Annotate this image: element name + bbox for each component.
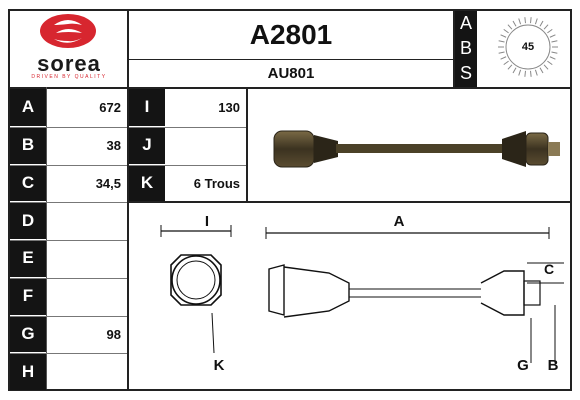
row-separator [10, 277, 127, 279]
header-bottom-line [8, 87, 572, 89]
header-divider-mid [129, 59, 453, 60]
abs-tooth [500, 34, 507, 38]
row-separator [10, 353, 127, 355]
row-separator [10, 315, 127, 317]
sorea-logo-icon [40, 14, 96, 48]
abs-tooth [534, 69, 538, 76]
abs-tooth [547, 60, 553, 66]
row-value-k: 6 Trous [193, 175, 240, 191]
brand-name: sorea [37, 51, 101, 76]
abs-tooth [551, 40, 558, 43]
abs-tooth [518, 18, 522, 25]
shaft-photo [248, 89, 570, 201]
row-label-c: C [10, 164, 46, 202]
abs-tooth [512, 20, 517, 27]
row-label-f: F [10, 277, 46, 315]
abs-tooth [498, 40, 505, 43]
row-value-e [47, 240, 127, 278]
part-number: A2801 [249, 19, 333, 50]
row-value-g: 98 [106, 326, 121, 342]
table-divider-2 [246, 87, 248, 201]
row-label-h: H [10, 353, 46, 390]
abs-tooth [524, 17, 526, 24]
row-value-a: 672 [99, 100, 121, 116]
technical-drawing: I K A C G B [129, 203, 570, 389]
row-label-j: J [129, 126, 165, 164]
row-label-g: G [10, 315, 46, 353]
abs-tooth [503, 28, 509, 34]
row-label-k: K [129, 164, 165, 202]
abs-tooth [530, 70, 532, 77]
row-separator [129, 126, 246, 128]
abs-tooth [549, 34, 556, 38]
row-separator [10, 240, 127, 241]
abs-letter-s: S [459, 63, 472, 83]
header-divider-right [453, 9, 455, 87]
row-value-d [47, 202, 127, 240]
drive-shaft-photo-icon [273, 130, 560, 168]
row-separator [10, 126, 127, 128]
row-value-c: 34,5 [95, 175, 121, 191]
abs-tooth [534, 18, 538, 25]
dim-label-a: A [393, 213, 405, 230]
abs-tooth [507, 64, 513, 70]
row-value-j [166, 127, 246, 165]
row-value-b: 38 [106, 138, 121, 154]
diagram-top-line [127, 201, 572, 203]
header-divider-left [127, 9, 129, 87]
brand-logo: sorea DRIVEN BY QUALITY [10, 11, 128, 85]
row-label-a: A [10, 89, 46, 126]
brand-tagline: DRIVEN BY QUALITY [31, 74, 107, 80]
abs-ring: 45 [477, 11, 570, 87]
abs-teeth-count: 45 [521, 41, 535, 53]
table-divider-0 [46, 87, 47, 389]
row-label-e: E [10, 240, 46, 277]
abs-letter-b: B [459, 38, 472, 58]
dim-label-b: B [547, 357, 559, 374]
row-label-d: D [10, 202, 46, 239]
abs-letter-a: A [459, 13, 472, 33]
row-value-i: 130 [218, 100, 240, 116]
abs-tooth [549, 56, 556, 60]
row-label-i: I [129, 89, 165, 126]
reference-code: AU801 [267, 64, 315, 82]
row-value-h [47, 353, 127, 391]
sheet-frame [8, 9, 572, 391]
abs-tooth [530, 17, 532, 24]
abs-tooth [543, 64, 549, 70]
abs-tooth [512, 67, 517, 74]
abs-tooth [498, 51, 505, 54]
abs-tooth [507, 24, 513, 30]
abs-tooth [539, 20, 544, 27]
dim-label-c: C [543, 261, 555, 277]
table-divider-1 [127, 87, 129, 389]
abs-tooth [500, 56, 507, 60]
abs-tooth [503, 60, 509, 66]
abs-tooth [518, 69, 522, 76]
row-separator [129, 164, 246, 166]
dim-label-i: I [204, 213, 210, 230]
product-sheet: sorea DRIVEN BY QUALITY A2801 AU801 A B … [8, 9, 572, 391]
dim-label-g: G [517, 357, 529, 374]
abs-label-column: A B S [455, 11, 477, 87]
row-value-f [47, 278, 127, 316]
dim-label-k: K [213, 357, 225, 374]
row-separator [10, 164, 127, 166]
abs-tooth [524, 70, 526, 77]
abs-tooth [547, 28, 553, 34]
abs-tooth [543, 24, 549, 30]
abs-tooth [551, 51, 558, 54]
row-label-b: B [10, 126, 46, 164]
abs-tooth [539, 67, 544, 74]
abs-ring-icon [498, 17, 558, 77]
shaft-technical-drawing [160, 225, 564, 363]
row-separator [10, 202, 127, 204]
